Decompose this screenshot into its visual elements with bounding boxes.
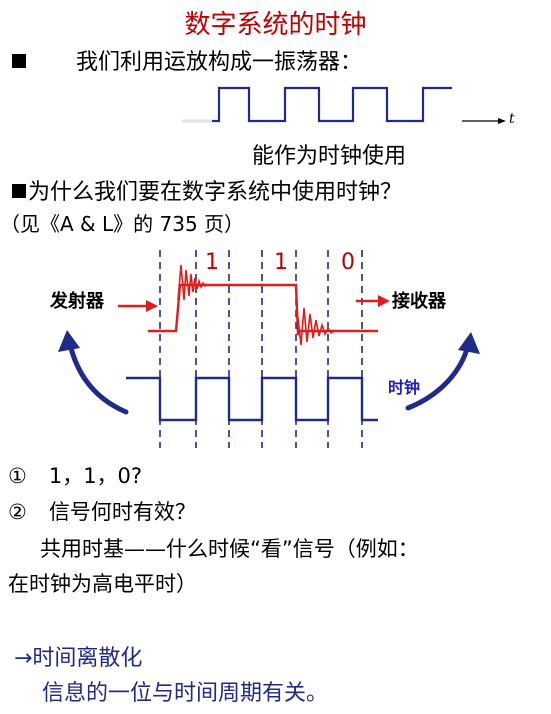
signal-trace [148,283,378,336]
item-one-number: ① [8,464,27,488]
square-wave [212,86,452,123]
line-oscillator: 我们利用运放构成一振荡器： [12,44,362,76]
line-question-text: 为什么我们要在数字系统中使用时钟？ [28,180,403,205]
bit-label-1: 1 [205,250,219,275]
paragraph-line-1: 共用时基——什么时候“看”信号（例如： [40,537,419,561]
discretization-line: →时间离散化 [14,646,143,671]
line-question: 为什么我们要在数字系统中使用时钟？ [12,174,402,206]
bit-label-3: 0 [341,250,355,275]
paragraph-line-2: 在时钟为高电平时） [8,572,197,596]
right-curve-arrow-head-icon [458,332,480,354]
bullet-square-icon [12,184,26,198]
bullet-square-icon [12,54,26,68]
item-two-text: 信号何时有效？ [48,500,196,524]
item-two: ② 信号何时有效？ [8,496,196,526]
bit-label-2: 1 [274,250,288,275]
time-axis-label: t [509,111,515,127]
receiver-label: 接收器 [392,291,446,312]
left-curve-arrow-head-icon [58,330,80,352]
left-curve-arrow [67,341,129,415]
signal-ringing-fall [297,307,335,346]
right-curve-arrow [405,343,471,411]
clock-edge-guides [159,250,363,448]
clock-waveform [126,376,378,422]
item-two-number: ② [8,500,27,524]
reference-line: （见《A & L》的 735 页） [0,212,245,236]
signal-ringing-rise [177,264,208,301]
clock-label: 时钟 [388,378,421,397]
receiver-arrow-head-icon [378,295,390,307]
time-arrow-head-icon [498,118,506,124]
item-one: ① 1，1，0? [8,460,142,490]
page-title: 数字系统的时钟 [184,10,367,40]
line-oscillator-text: 我们利用运放构成一振荡器： [76,50,363,75]
transmitter-label: 发射器 [50,291,104,312]
item-one-text: 1，1，0? [48,464,143,488]
conclusion-line: 信息的一位与时间周期有关。 [42,681,329,706]
oscillator-caption: 能作为时钟使用 [252,144,407,169]
transmitter-arrow-head-icon [146,300,158,312]
